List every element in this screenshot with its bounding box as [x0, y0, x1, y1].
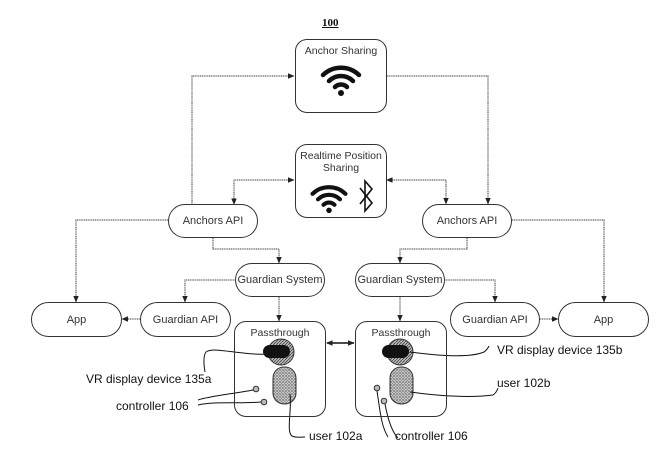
guardian-system-left-node: Guardian System: [235, 263, 325, 297]
anchor-sharing-node: Anchor Sharing: [295, 39, 387, 113]
controller-left-1: [252, 385, 260, 393]
wifi-icon: [310, 185, 348, 214]
vr-headset-left: [263, 345, 290, 358]
controller-right-1: [373, 384, 381, 392]
guardian-api-right-node: Guardian API: [450, 302, 540, 337]
app-right-node: App: [558, 302, 649, 337]
controller-right-label: controller 106: [395, 429, 468, 443]
user-figure-left: [252, 338, 297, 406]
user-a-label: user 102a: [309, 429, 363, 443]
controller-right-2: [380, 397, 388, 405]
guardian-system-right-node: Guardian System: [355, 263, 445, 297]
leader-user-b: [409, 387, 499, 397]
leader-controller-right-1: [376, 390, 389, 438]
leader-user-a: [288, 393, 306, 438]
leader-controller-left-2: [197, 401, 262, 406]
leader-vr-b: [409, 345, 490, 357]
passthrough-left-node: Passthrough: [234, 321, 326, 417]
realtime-position-sharing-node: Realtime Position Sharing: [295, 144, 387, 218]
edge-anchors-right-to-app-right: [512, 219, 607, 303]
vr-device-a-label: VR display device 135a: [86, 372, 212, 386]
vr-headset-right: [382, 345, 409, 358]
anchors-api-right-node: Anchors API: [422, 204, 512, 238]
edge-realtime-anchors-left: [231, 177, 295, 205]
passthrough-right-node: Passthrough: [355, 321, 447, 417]
edge-anchors-left-to-app-left: [73, 219, 168, 303]
user-b-label: user 102b: [497, 376, 551, 390]
edge-anchors-left-to-anchor-sharing: [191, 73, 295, 212]
leader-controller-right-2: [384, 403, 399, 439]
passthrough-right-label: Passthrough: [371, 327, 431, 339]
vr-device-b-label: VR display device 135b: [497, 343, 623, 357]
anchors-api-left-node: Anchors API: [168, 204, 258, 238]
edge-realtime-anchors-right: [386, 177, 449, 205]
guardian-api-left-node: Guardian API: [140, 302, 231, 337]
edge-guardian-left-to-api-left: [182, 279, 236, 303]
controller-left-2: [260, 398, 268, 406]
app-left-label: App: [66, 313, 87, 326]
anchors-api-right-label: Anchors API: [436, 215, 498, 227]
passthrough-left-label: Passthrough: [250, 327, 310, 339]
anchor-sharing-label: Anchor Sharing: [304, 45, 378, 57]
anchors-api-left-label: Anchors API: [182, 215, 244, 227]
user-body-right: [389, 366, 414, 405]
controller-left-label: controller 106: [116, 399, 189, 413]
app-right-label: App: [593, 313, 614, 326]
edge-anchor-sharing-to-anchors-right: [387, 75, 491, 205]
realtime-position-sharing-label: Realtime Position Sharing: [300, 150, 382, 174]
leader-vr-a: [203, 349, 273, 373]
wifi-icon: [320, 65, 362, 96]
guardian-system-left-label: Guardian System: [237, 274, 323, 286]
guardian-api-right-label: Guardian API: [462, 313, 528, 326]
guardian-system-right-label: Guardian System: [357, 274, 443, 286]
guardian-api-left-label: Guardian API: [152, 313, 219, 326]
bluetooth-icon: [359, 178, 374, 214]
app-left-node: App: [31, 302, 122, 337]
edge-anchors-left-to-guardian-left: [212, 238, 282, 264]
figure-number: 100: [322, 17, 339, 29]
user-figure-right: [373, 338, 414, 405]
edge-guardian-right-to-api-right: [444, 279, 498, 303]
leader-controller-left-1: [197, 389, 254, 401]
edge-anchors-right-to-guardian-right: [397, 238, 468, 264]
